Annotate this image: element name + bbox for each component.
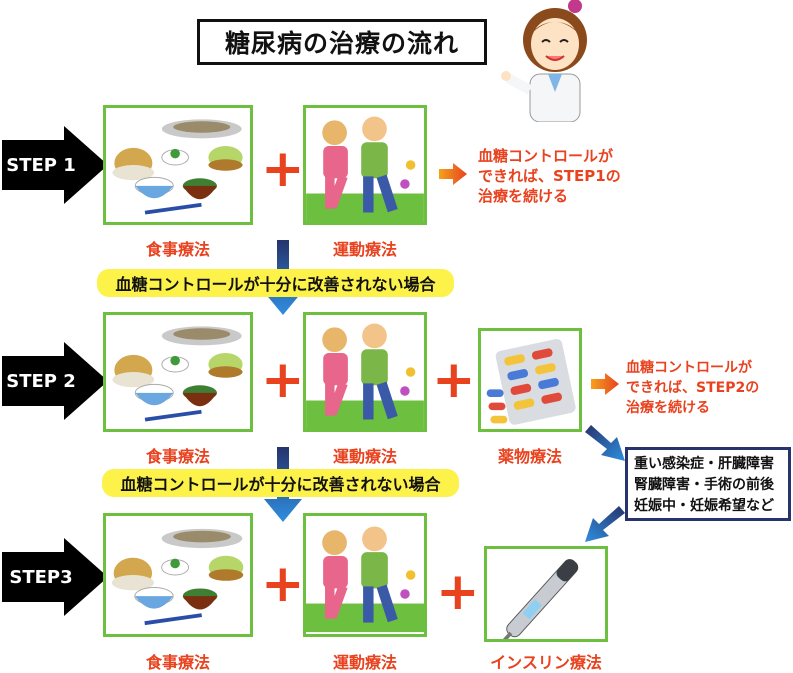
step3-insulin-label: インスリン療法 xyxy=(490,653,602,672)
step1-exercise-label: 運動療法 xyxy=(332,240,397,259)
from-conditions-arrow xyxy=(585,506,625,542)
step1-arrow: STEP 1 xyxy=(2,126,110,204)
step1-note-line3: 治療を続ける xyxy=(478,187,569,205)
insulin-conditions-box: 重い感染症・肝臓障害 腎臓障害・手術の前後 妊娠中・妊娠希望など xyxy=(625,447,791,521)
condition-line3: 妊娠中・妊娠希望など xyxy=(634,498,774,514)
step1-label: STEP 1 xyxy=(6,154,76,176)
step2-exercise-image xyxy=(303,312,427,432)
plus-sign: + xyxy=(436,562,480,622)
step1-diet-label: 食事療法 xyxy=(145,240,210,259)
step2-note-line1: 血糖コントロールが xyxy=(626,360,752,376)
step3-exercise-image xyxy=(303,513,427,637)
transition2-band: 血糖コントロールが十分に改善されない場合 xyxy=(102,469,459,497)
step2-diet-image xyxy=(103,312,253,432)
page-title: 糖尿病の治療の流れ xyxy=(197,19,487,65)
step1-note-line1: 血糖コントロールが xyxy=(478,147,614,165)
step3-arrow: STEP3 xyxy=(2,538,110,616)
step2-note-line3: 治療を続ける xyxy=(626,400,710,416)
step2-medication-label: 薬物療法 xyxy=(497,447,562,466)
step1-result-arrow xyxy=(439,163,467,185)
step1-note: 血糖コントロールが できれば、STEP1の 治療を続ける xyxy=(478,146,653,206)
step2-note: 血糖コントロールが できれば、STEP2の 治療を続ける xyxy=(626,358,791,418)
condition-line1: 重い感染症・肝臓障害 xyxy=(634,456,774,472)
step2-medication-image xyxy=(478,328,582,432)
step2-result-arrow xyxy=(591,373,619,395)
step3-exercise-label: 運動療法 xyxy=(332,653,397,672)
doctor-illustration xyxy=(500,0,600,123)
step2-arrow: STEP 2 xyxy=(2,342,110,420)
step3-label: STEP3 xyxy=(9,566,73,588)
step1-exercise-image xyxy=(303,105,427,225)
plus-sign: + xyxy=(432,350,476,410)
step2-exercise-label: 運動療法 xyxy=(332,447,397,466)
step2-diet-label: 食事療法 xyxy=(145,447,210,466)
step1-note-line2: できれば、STEP1の xyxy=(478,167,621,185)
step3-insulin-image xyxy=(484,546,608,642)
to-conditions-arrow xyxy=(585,425,625,461)
step2-label: STEP 2 xyxy=(6,370,76,392)
step3-diet-image xyxy=(103,513,253,637)
step2-note-line2: できれば、STEP2の xyxy=(626,380,760,396)
condition-line2: 腎臓障害・手術の前後 xyxy=(634,477,774,493)
transition1-band: 血糖コントロールが十分に改善されない場合 xyxy=(97,269,454,297)
step3-diet-label: 食事療法 xyxy=(145,653,210,672)
step1-diet-image xyxy=(103,105,253,225)
plus-sign: + xyxy=(261,350,305,410)
plus-sign: + xyxy=(261,554,305,614)
plus-sign: + xyxy=(261,139,305,199)
